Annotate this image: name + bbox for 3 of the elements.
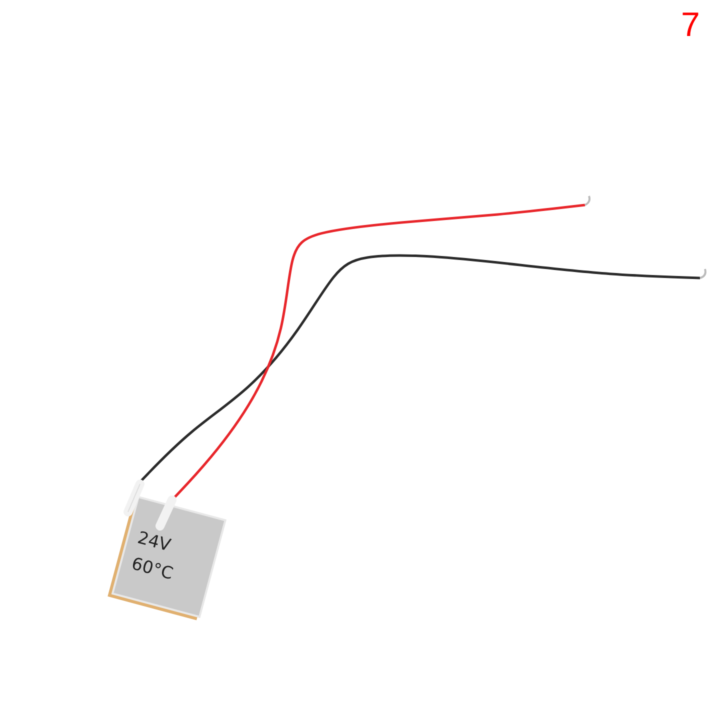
voltage-marking: 24V	[136, 530, 172, 556]
temperature-marking: 60°C	[130, 556, 175, 584]
image-number: 7	[681, 8, 700, 42]
